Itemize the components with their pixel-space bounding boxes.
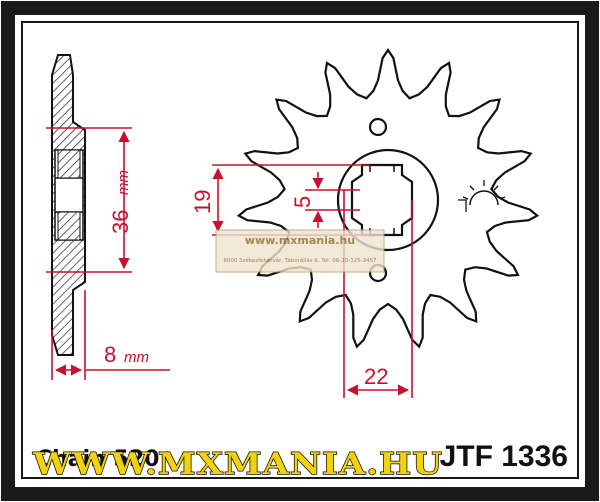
bore-value: 22: [364, 364, 388, 389]
height-unit: mm: [115, 170, 132, 195]
key-width-value: 5: [290, 196, 315, 208]
part-number: JTF 1336: [440, 440, 568, 473]
width-unit: mm: [124, 349, 149, 366]
site-watermark: WWW.MXMANIA.HU: [32, 447, 443, 482]
height-value: 36: [108, 210, 133, 234]
bore-dimension: 22: [343, 190, 413, 398]
chain-label: Chain 520: [36, 447, 159, 472]
stamp-title: www.mxmania.hu: [245, 234, 355, 247]
bolt-hole-top: [368, 117, 388, 137]
spline-bore: [350, 163, 414, 237]
side-profile: [51, 54, 86, 356]
height-dimension: 36 mm: [46, 127, 133, 273]
width-dimension: 8 mm: [51, 290, 170, 380]
spline-marks: [369, 166, 395, 234]
shop-stamp: www.mxmania.hu 8000 Székesfehérvár, Tábo…: [215, 229, 385, 273]
spline-outer-value: 19: [190, 190, 215, 214]
width-value: 8: [104, 342, 116, 367]
key-width-dimension: 5: [290, 172, 360, 228]
rotation-symbol-icon: [458, 180, 506, 212]
stamp-address: 8000 Székesfehérvár, Táborállás 6. Tel: …: [223, 257, 377, 264]
